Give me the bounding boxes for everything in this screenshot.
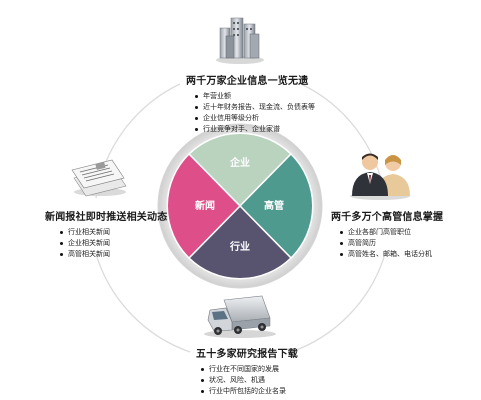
list-item: 高管姓名、邮箱、电话分机 (339, 249, 443, 260)
quadrant-enterprise (187, 132, 293, 208)
quadrant-executives-label: 高管 (264, 199, 284, 212)
business-people-icon (350, 153, 410, 200)
list-item: 行业中所包括的企业名录 (200, 386, 298, 397)
news-block: 新闻报社即时推送相关动态 行业相关新闻 企业相关新闻 高管相关新闻 (45, 208, 167, 260)
news-title: 新闻报社即时推送相关动态 (45, 212, 168, 223)
truck-icon (204, 295, 276, 338)
center-disc: 企业 高管 行业 新闻 (157, 123, 323, 289)
quadrant-industry (187, 204, 293, 280)
list-item: 企业相关新闻 (59, 238, 167, 249)
research-reports-list: 行业在不同国家的发展 状况、风险、机遇 行业中所包括的企业名录 (200, 364, 298, 397)
quadrant-industry-label: 行业 (229, 240, 250, 253)
list-item: 行业在不同国家的发展 (200, 364, 298, 375)
list-item: 行业相关新闻 (59, 227, 167, 238)
enterprise-info-block: 两千万家企业信息一览无遗 年营业额 近十年财务报告、现金流、负债表等 企业信用等… (186, 72, 315, 135)
list-item: 企业各部门高管职位 (339, 227, 443, 238)
list-item: 年营业额 (194, 91, 315, 102)
list-item: 高管简历 (339, 238, 443, 249)
enterprise-info-list: 年营业额 近十年财务报告、现金流、负债表等 企业信用等级分析 行业竞争对手、企业… (194, 91, 315, 135)
news-list: 行业相关新闻 企业相关新闻 高管相关新闻 (59, 227, 167, 260)
research-reports-block: 五十多家研究报告下载 行业在不同国家的发展 状况、风险、机遇 行业中所包括的企业… (196, 345, 298, 397)
executives-title: 两千多万个高管信息掌握 (331, 212, 444, 223)
newspaper-icon (71, 159, 127, 197)
executives-list: 企业各部门高管职位 高管简历 高管姓名、邮箱、电话分机 (339, 227, 443, 260)
quadrant-news (166, 152, 242, 260)
buildings-icon (216, 17, 264, 64)
enterprise-info-title: 两千万家企业信息一览无遗 (186, 76, 309, 87)
research-reports-title: 五十多家研究报告下载 (196, 349, 298, 360)
list-item: 状况、风险、机遇 (200, 375, 298, 386)
list-item: 高管相关新闻 (59, 249, 167, 260)
list-item: 行业竞争对手、企业家谱 (194, 124, 315, 135)
executives-block: 两千多万个高管信息掌握 企业各部门高管职位 高管简历 高管姓名、邮箱、电话分机 (331, 208, 443, 260)
list-item: 近十年财务报告、现金流、负债表等 (194, 102, 315, 113)
list-item: 企业信用等级分析 (194, 113, 315, 124)
quadrant-news-label: 新闻 (195, 199, 215, 212)
quadrant-executives (238, 152, 314, 260)
quadrant-enterprise-label: 企业 (229, 156, 250, 169)
